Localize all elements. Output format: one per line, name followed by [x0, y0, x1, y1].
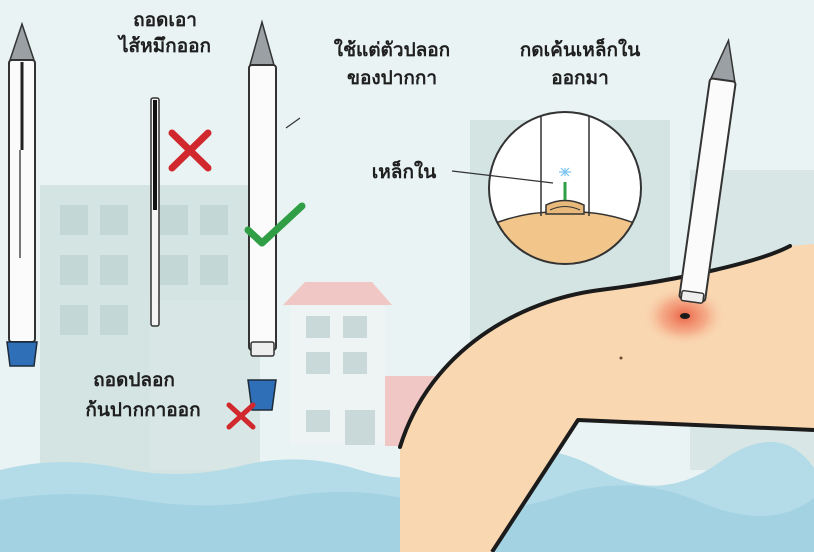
cap-cross-mark-icon [226, 402, 256, 430]
pen-icon [6, 21, 38, 367]
check-mark-icon [244, 202, 306, 247]
remove-cap-label-line2: ก้นปากกาออก [85, 399, 201, 421]
press-label-line1: กดเค้นเหล็กใน [519, 39, 641, 61]
cross-mark-icon [168, 129, 212, 172]
pen-body-icon [248, 19, 301, 357]
use-body-label-line1: ใช้แต่ตัวปลอก [333, 39, 451, 61]
press-label-line2: ออกมา [551, 67, 609, 89]
remove-ink-label-line2: ไส้หมึกออก [118, 35, 212, 57]
ink-refill-icon [150, 97, 160, 327]
pressing-pen-icon [678, 37, 737, 304]
remove-ink-label-line1: ถอดเอา [133, 9, 197, 31]
pen-end-cap-icon [247, 379, 277, 411]
stinger-label: เหล็กใน [371, 161, 437, 183]
remove-cap-label-line1: ถอดปลอก [93, 369, 175, 391]
use-body-label-line2: ของปากกา [346, 67, 438, 89]
